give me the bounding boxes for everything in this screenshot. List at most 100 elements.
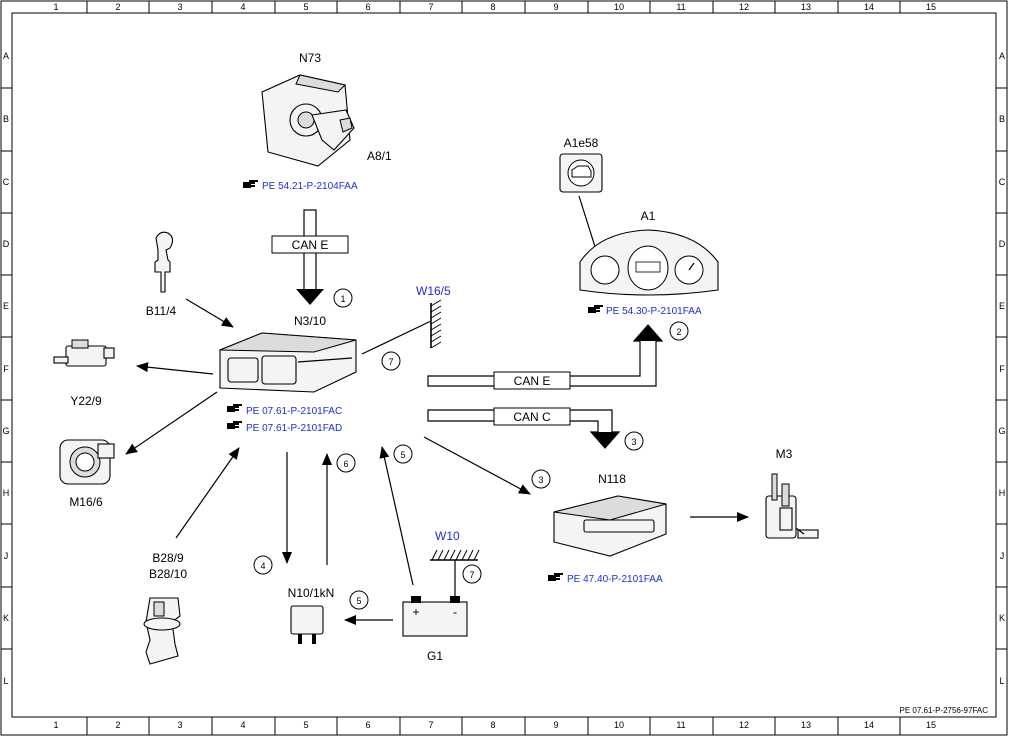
ref-n3-10-b[interactable]: PE 07.61-P-2101FAD	[246, 423, 342, 434]
col-label: 10	[614, 2, 624, 12]
ref-n118[interactable]: PE 47.40-P-2101FAA	[567, 574, 663, 585]
can-c-label: CAN C	[513, 410, 551, 424]
marker-5: 5	[400, 450, 405, 460]
can-e-label: CAN E	[514, 374, 551, 388]
label-g1: G1	[427, 649, 443, 663]
row-label: G	[998, 426, 1005, 436]
row-label: A	[3, 51, 9, 61]
col-label: 8	[490, 2, 495, 12]
component-w16-5: W16/5	[361, 284, 451, 355]
col-label: 2	[115, 720, 120, 730]
bus-can-e-horizontal: CAN E	[427, 324, 664, 390]
row-label: F	[999, 364, 1005, 374]
document-code: PE 07.61-P-2756-97FAC	[900, 706, 989, 715]
component-n73: N73 A8/1 PE 54.21-P-2104FAA	[243, 51, 392, 192]
ref-a1[interactable]: PE 54.30-P-2101FAA	[606, 306, 702, 317]
label-a1: A1	[641, 209, 656, 223]
col-label: 4	[240, 2, 245, 12]
label-a1e58: A1e58	[564, 136, 599, 150]
label-y22-9: Y22/9	[70, 394, 102, 408]
marker-3: 3	[631, 437, 636, 447]
pointing-hand-icon	[548, 573, 563, 581]
marker-6: 6	[343, 459, 348, 469]
row-label: E	[999, 301, 1005, 311]
component-m3: M3	[765, 447, 819, 539]
row-label: E	[3, 301, 9, 311]
label-m3: M3	[776, 447, 793, 461]
row-label: J	[4, 551, 9, 561]
label-b28-10: B28/10	[149, 567, 187, 581]
marker-1: 1	[340, 294, 345, 304]
pointing-hand-icon	[227, 421, 242, 429]
row-label: D	[3, 239, 10, 249]
row-label: B	[3, 114, 9, 124]
col-label: 9	[553, 2, 558, 12]
row-label: J	[1000, 551, 1005, 561]
col-label: 4	[240, 720, 245, 730]
col-label: 7	[428, 2, 433, 12]
col-label: 1	[53, 2, 58, 12]
col-label: 13	[801, 2, 811, 12]
component-w10: W10 7	[430, 529, 482, 598]
row-label: C	[3, 177, 10, 187]
col-label: 7	[428, 720, 433, 730]
col-label: 5	[303, 720, 308, 730]
row-label: F	[3, 364, 9, 374]
col-label: 6	[365, 720, 370, 730]
col-label: 9	[553, 720, 558, 730]
marker-7: 7	[469, 570, 474, 580]
label-m16-6: M16/6	[69, 495, 103, 509]
row-label: B	[999, 114, 1005, 124]
row-label: H	[3, 488, 10, 498]
can-e-label: CAN E	[292, 238, 329, 252]
pointing-hand-icon	[588, 305, 603, 313]
col-label: 15	[926, 720, 936, 730]
label-n3-10: N3/10	[294, 314, 326, 328]
col-label: 13	[801, 720, 811, 730]
label-n118: N118	[598, 472, 626, 486]
row-label: K	[999, 613, 1005, 623]
col-label: 12	[739, 720, 749, 730]
g1-plus: +	[412, 605, 419, 619]
col-label: 2	[115, 2, 120, 12]
row-label: H	[999, 488, 1006, 498]
label-a8-1: A8/1	[367, 149, 392, 163]
marker-7: 7	[388, 357, 393, 367]
bus-can-c: CAN C	[427, 407, 621, 449]
label-n73: N73	[299, 51, 321, 65]
ref-n73[interactable]: PE 54.21-P-2104FAA	[262, 181, 358, 192]
component-n3-10: N3/10 PE 07.61-P-2101FAC PE 07.61-P-2101…	[219, 314, 357, 434]
ref-n3-10-a[interactable]: PE 07.61-P-2101FAC	[246, 406, 342, 417]
col-label: 14	[864, 2, 874, 12]
col-label: 6	[365, 2, 370, 12]
col-label: 3	[177, 2, 182, 12]
component-n10-1kn: 4 6 N10/1kN	[253, 452, 356, 644]
col-label: 8	[490, 720, 495, 730]
ground-hatch-icon	[430, 299, 442, 349]
row-label: L	[999, 676, 1004, 686]
pointing-hand-icon	[227, 404, 242, 412]
component-g1: 5 5 + - G1	[344, 444, 468, 663]
label-b11-4: B11/4	[146, 304, 177, 318]
row-label: A	[999, 51, 1005, 61]
col-label: 10	[614, 720, 624, 730]
label-n10-1kn: N10/1kN	[288, 586, 335, 600]
marker-4: 4	[260, 561, 265, 571]
marker-3: 3	[538, 475, 543, 485]
col-label: 11	[676, 2, 685, 12]
component-m16-6: M16/6	[59, 391, 218, 509]
col-label: 11	[676, 720, 685, 730]
row-label: G	[2, 426, 9, 436]
col-label: 12	[739, 2, 749, 12]
col-label: 3	[177, 720, 182, 730]
component-b28: B28/9 B28/10	[143, 447, 240, 665]
bus-can-e-vertical: CAN E	[271, 209, 349, 305]
col-label: 1	[53, 720, 58, 730]
marker-5: 5	[356, 596, 361, 606]
col-label: 15	[926, 2, 936, 12]
row-label: L	[3, 676, 8, 686]
col-label: 5	[303, 2, 308, 12]
ground-hatch-icon	[431, 549, 480, 561]
